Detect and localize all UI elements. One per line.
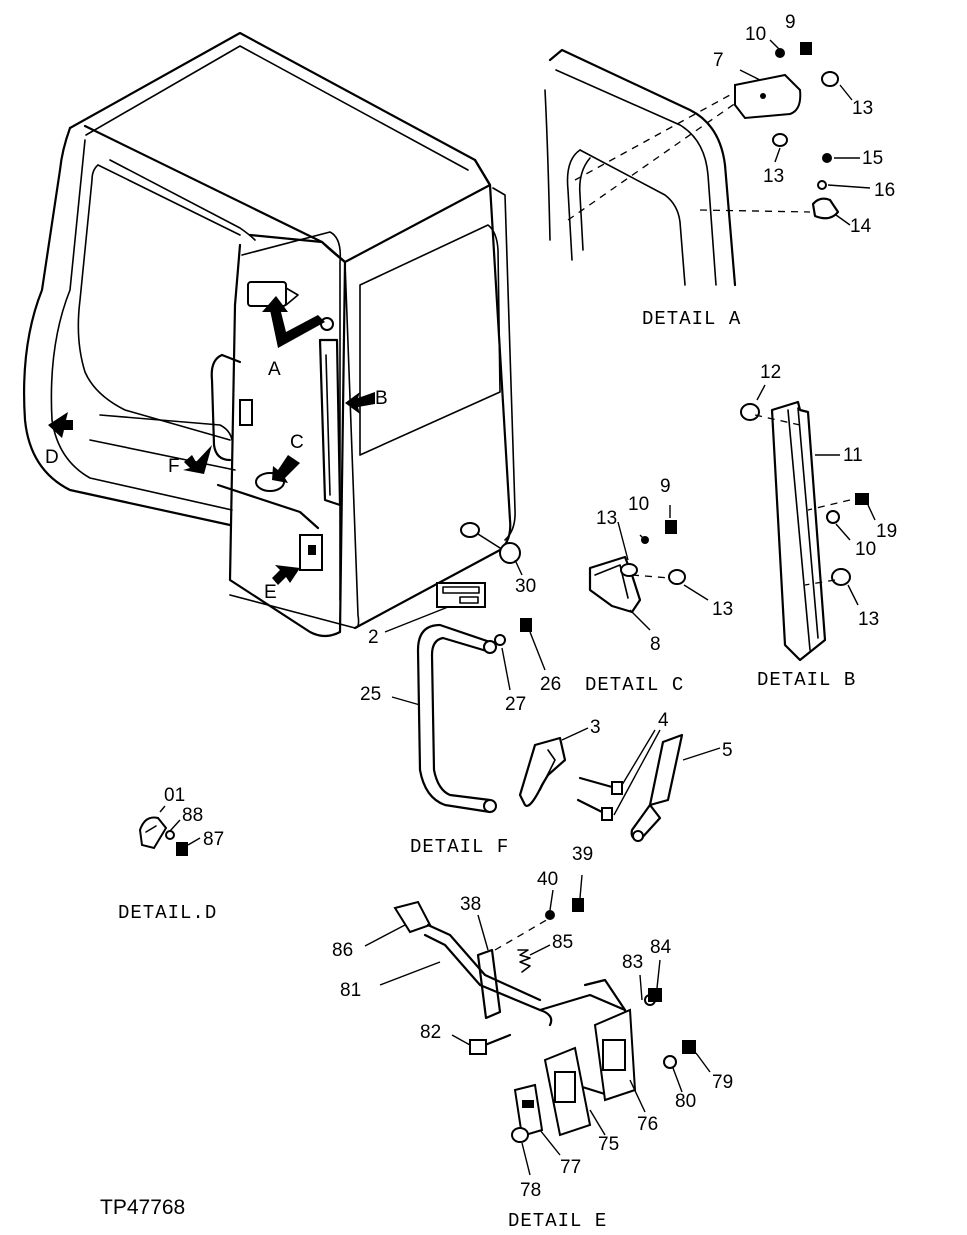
cab-illustration: [22, 31, 523, 638]
callout-f-26: 26: [540, 674, 561, 695]
callout-c-13-lower: 13: [712, 599, 733, 620]
callout-d-87: 87: [203, 829, 224, 850]
callout-a-15: 15: [862, 148, 883, 169]
callout-e-78: 78: [520, 1180, 541, 1201]
view-arrow-a-label: A: [268, 359, 281, 380]
callout-a-13-lower: 13: [763, 166, 784, 187]
callout-a-13-upper: 13: [852, 98, 873, 119]
view-arrows: A B C D E F: [45, 296, 388, 603]
view-arrow-b-label: B: [375, 388, 388, 409]
callout-e-77: 77: [560, 1157, 581, 1178]
callout-f-4: 4: [658, 710, 669, 731]
callout-b-12: 12: [760, 362, 781, 383]
detail-e-drawing: [364, 874, 711, 1176]
detail-a-drawing: [544, 39, 871, 287]
callout-b-10: 10: [855, 539, 876, 560]
callout-e-82: 82: [420, 1022, 441, 1043]
detail-d-title: DETAIL.D: [118, 902, 217, 924]
detail-b-title: DETAIL B: [757, 669, 856, 691]
detail-a-title: DETAIL A: [642, 308, 741, 330]
view-arrow-c-label: C: [290, 432, 304, 453]
callout-a-14: 14: [850, 216, 872, 237]
detail-c-drawing: [588, 505, 709, 631]
callout-b-11: 11: [843, 445, 863, 466]
callout-f-25: 25: [360, 684, 381, 705]
callout-d-01: 01: [164, 785, 185, 806]
figure-id: TP47768: [100, 1196, 185, 1219]
callout-f-5: 5: [722, 740, 733, 761]
detail-f-title: DETAIL F: [410, 836, 509, 858]
callout-b-13: 13: [858, 609, 879, 630]
callout-c-9: 9: [660, 476, 671, 497]
detail-f-drawing: [391, 618, 721, 842]
view-arrow-e-label: E: [264, 582, 277, 603]
callout-f-27: 27: [505, 694, 526, 715]
callout-e-79: 79: [712, 1072, 733, 1093]
callout-b-19: 19: [876, 521, 897, 542]
callout-a-9: 9: [785, 12, 796, 33]
callout-c-10: 10: [628, 494, 649, 515]
callout-d-88: 88: [182, 805, 203, 826]
callout-e-84: 84: [650, 937, 672, 958]
callout-c-13-upper: 13: [596, 508, 617, 529]
callout-a-16: 16: [874, 180, 895, 201]
detail-c-title: DETAIL C: [585, 674, 684, 696]
callout-e-86: 86: [332, 940, 353, 961]
view-arrow-d-label: D: [45, 447, 59, 468]
callout-e-76: 76: [637, 1114, 658, 1135]
callout-e-85: 85: [552, 932, 573, 953]
callout-e-40: 40: [537, 869, 558, 890]
detail-d-drawing: [138, 805, 201, 856]
detail-e-title: DETAIL E: [508, 1210, 607, 1232]
callout-e-80: 80: [675, 1091, 696, 1112]
callout-30: 30: [515, 576, 536, 597]
callout-a-7: 7: [713, 50, 724, 71]
callout-2: 2: [368, 627, 379, 648]
callout-c-8: 8: [650, 634, 661, 655]
view-arrow-f-label: F: [168, 456, 180, 477]
detail-b-drawing: [740, 384, 876, 662]
callout-e-75: 75: [598, 1134, 619, 1155]
callout-e-39: 39: [572, 844, 593, 865]
callout-e-83: 83: [622, 952, 643, 973]
callout-e-38: 38: [460, 894, 481, 915]
callout-a-10: 10: [745, 24, 766, 45]
callout-f-3: 3: [590, 717, 601, 738]
callout-e-81: 81: [340, 980, 361, 1001]
